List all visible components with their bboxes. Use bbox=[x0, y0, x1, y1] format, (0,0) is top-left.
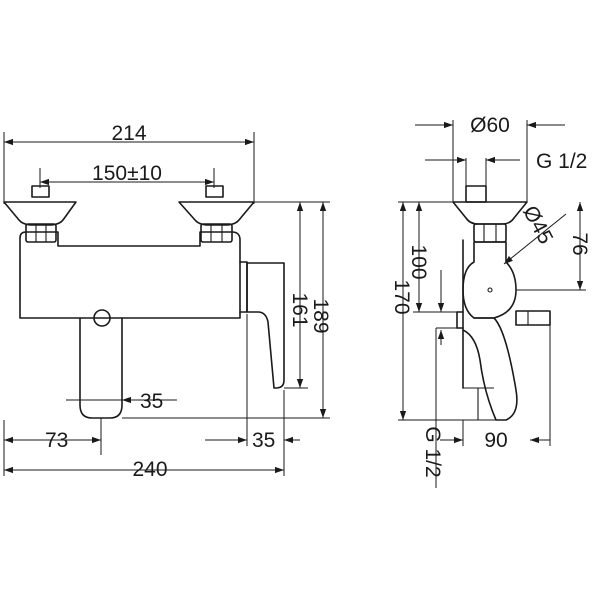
dim-handle-diameter: Ø60 bbox=[470, 114, 510, 137]
dim-body-diameter: Ø45 bbox=[518, 202, 557, 248]
dim-right-offset: 35 bbox=[252, 429, 275, 452]
dim-handle-spacing: 150±10 bbox=[92, 162, 162, 185]
dim-overall-width: 214 bbox=[111, 122, 146, 145]
dim-height-170: 170 bbox=[390, 279, 413, 314]
side-view bbox=[452, 185, 551, 421]
spout bbox=[79, 317, 123, 419]
side-dimensions: Ø60 G 1/2 170 100 76 Ø45 G 1/2 bbox=[390, 114, 591, 488]
dim-top-height: 76 bbox=[568, 232, 591, 255]
lever bbox=[246, 262, 285, 389]
dim-spout-width: 35 bbox=[140, 390, 163, 413]
diverter-knob bbox=[93, 309, 111, 327]
right-handle bbox=[178, 185, 255, 243]
dim-total-width: 240 bbox=[132, 458, 167, 481]
side-lever bbox=[462, 317, 518, 421]
dim-height-total: 189 bbox=[309, 298, 332, 333]
dim-height-to-axis: 161 bbox=[288, 292, 311, 327]
side-body bbox=[462, 241, 517, 319]
dim-top-thread: G 1/2 bbox=[536, 150, 587, 173]
left-handle bbox=[3, 185, 77, 243]
mixer-body bbox=[19, 231, 241, 319]
dim-projection: 90 bbox=[484, 429, 507, 452]
front-view bbox=[3, 185, 285, 455]
side-handle bbox=[452, 201, 528, 225]
front-dimensions: 214 150±10 161 189 35 73 35 240 bbox=[3, 122, 332, 481]
dim-left-to-spout: 73 bbox=[45, 429, 68, 452]
dim-bottom-thread: G 1/2 bbox=[421, 426, 444, 477]
dim-height-100: 100 bbox=[407, 244, 430, 279]
